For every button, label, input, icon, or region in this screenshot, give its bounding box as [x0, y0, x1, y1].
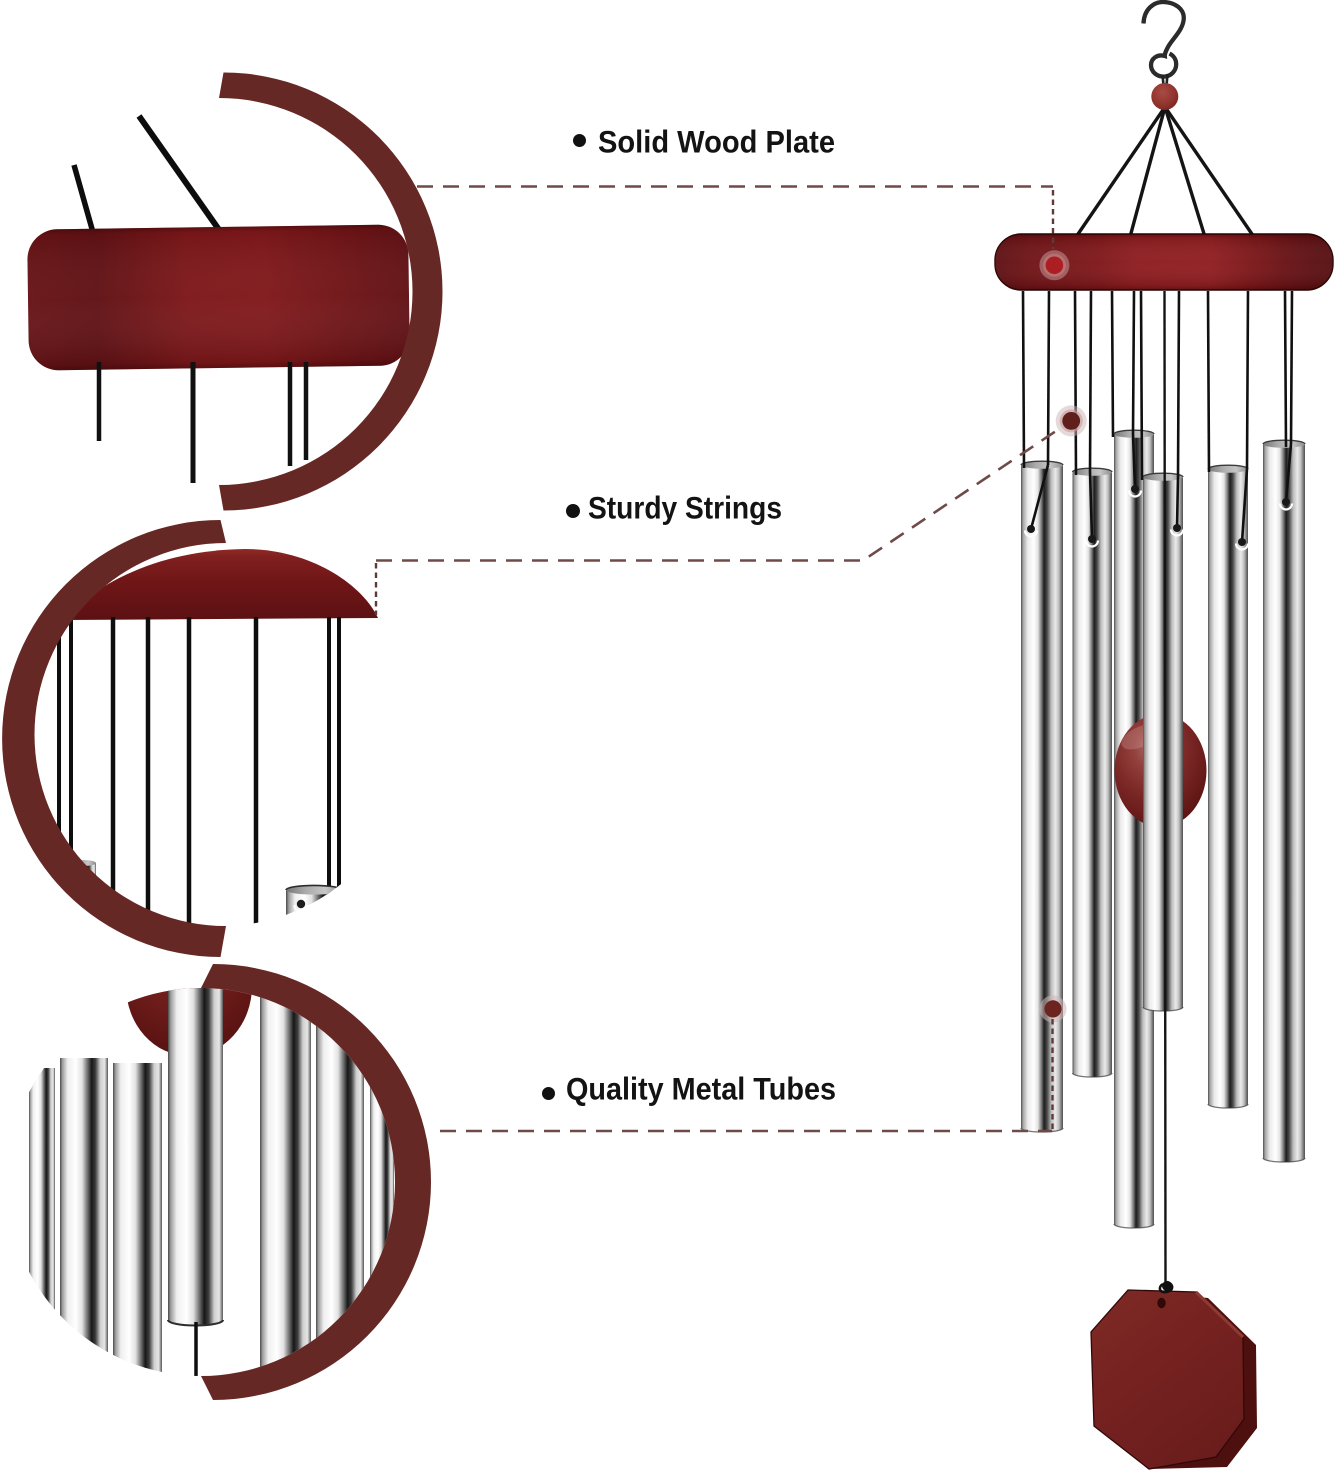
svg-text:Quality Metal Tubes: Quality Metal Tubes [566, 1071, 836, 1107]
svg-text:Solid Wood Plate: Solid Wood Plate [598, 124, 835, 160]
svg-text:Sturdy Strings: Sturdy Strings [588, 490, 782, 526]
